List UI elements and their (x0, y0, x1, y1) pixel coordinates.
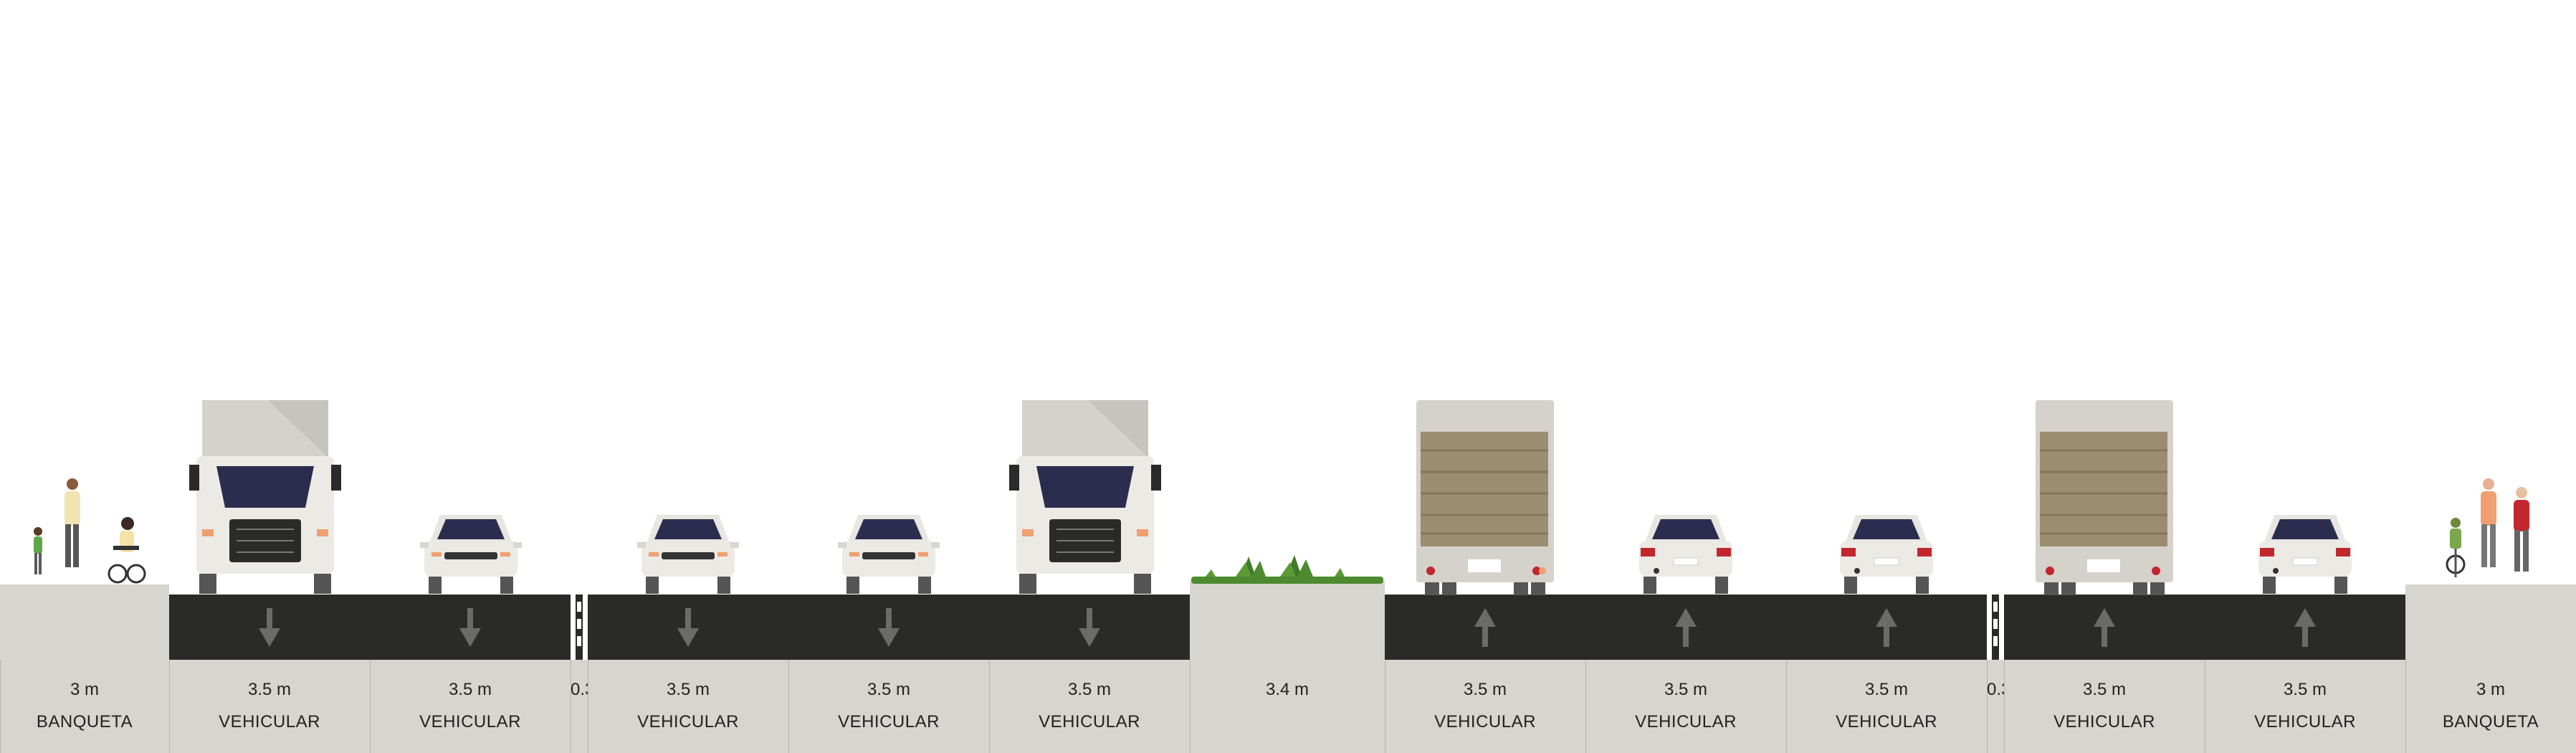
segment-width-label: 0.3 m (571, 680, 614, 699)
segment-width-label: 3.5 m (1067, 680, 1112, 699)
segment-type-label: VEHICULAR (838, 712, 940, 731)
direction-arrow-down-icon (878, 608, 900, 647)
segment-label-area (1585, 660, 1786, 753)
segment-lane-2[interactable]: 3.5 m VEHICULAR (370, 0, 571, 753)
segment-width-label: 3.5 m (1664, 680, 1708, 699)
direction-arrow-up-icon (1876, 608, 1897, 647)
pedestrians-icon (2446, 478, 2529, 577)
segment-type-label: VEHICULAR (2053, 712, 2155, 731)
segment-width-label: 3.5 m (448, 680, 492, 699)
segment-label-area (169, 660, 370, 753)
segment-width-label: 3.5 m (1864, 680, 1909, 699)
segment-width-label: 3.5 m (247, 680, 292, 699)
direction-arrow-up-icon (1474, 608, 1496, 647)
segment-median[interactable]: 3.4 m (1190, 0, 1385, 753)
segment-label-area (1190, 660, 1385, 753)
sidewalk-surface (2405, 584, 2576, 660)
segment-width-label: 0.3 m (1987, 680, 2030, 699)
segment-width-label: 3.5 m (1463, 680, 1507, 699)
segment-width-label: 3.4 m (1265, 680, 1310, 699)
segment-type-label: VEHICULAR (419, 712, 521, 731)
segment-label-area (2004, 660, 2205, 753)
segment-lane-10[interactable]: 3.5 m VEHICULAR (2205, 0, 2405, 753)
direction-arrow-up-icon (2094, 608, 2115, 647)
segment-lane-1[interactable]: 3.5 m VEHICULAR (169, 0, 370, 753)
car-front-icon (637, 515, 739, 594)
direction-arrow-up-icon (2294, 608, 2316, 647)
segment-type-label: BANQUETA (2442, 712, 2539, 731)
segment-type-label: VEHICULAR (2254, 712, 2356, 731)
segment-type-label: BANQUETA (36, 712, 133, 731)
segment-lane-3[interactable]: 3.5 m VEHICULAR (588, 0, 788, 753)
segment-label-area (788, 660, 989, 753)
segment-label-area (1987, 660, 2004, 753)
sidewalk-surface (0, 584, 169, 660)
direction-arrow-down-icon (677, 608, 699, 647)
segment-width-label: 3.5 m (2082, 680, 2127, 699)
segment-width-label: 3.5 m (867, 680, 911, 699)
truck-front-icon (189, 400, 341, 594)
segment-lane-5[interactable]: 3.5 m VEHICULAR (989, 0, 1190, 753)
direction-arrow-down-icon (1079, 608, 1100, 647)
segment-label-area (571, 660, 588, 753)
median-plants-icon (1191, 555, 1383, 584)
pedestrians-icon (34, 478, 146, 584)
segment-type-label: VEHICULAR (1434, 712, 1536, 731)
segment-label-area (0, 660, 169, 753)
segment-lane-8[interactable]: 3.5 m VEHICULAR (1786, 0, 1987, 753)
segment-label-area (2205, 660, 2405, 753)
segment-type-label: VEHICULAR (1635, 712, 1737, 731)
segment-lane-9[interactable]: 3.5 m VEHICULAR (2004, 0, 2205, 753)
lane-separator-icon (1987, 595, 2004, 660)
segment-width-label: 3 m (70, 680, 99, 699)
car-rear-icon (2258, 515, 2352, 594)
segment-type-label: VEHICULAR (1836, 712, 1937, 731)
segment-width-label: 3.5 m (2283, 680, 2327, 699)
segment-sidewalk-left[interactable]: 3 m BANQUETA (0, 0, 169, 753)
segment-lane-6[interactable]: 3.5 m VEHICULAR (1385, 0, 1585, 753)
truck-front-icon (1009, 400, 1161, 594)
direction-arrow-down-icon (459, 608, 481, 647)
segment-width-label: 3 m (2476, 680, 2505, 699)
segment-separator-1[interactable]: 0.3 m (571, 0, 614, 753)
segment-label-area (2405, 660, 2576, 753)
segment-separator-2[interactable]: 0.3 m (1987, 0, 2030, 753)
segment-label-area (588, 660, 788, 753)
segment-type-label: VEHICULAR (219, 712, 320, 731)
segment-type-label: VEHICULAR (637, 712, 739, 731)
segment-label-area (370, 660, 571, 753)
car-rear-icon (1639, 515, 1732, 594)
car-front-icon (420, 515, 522, 594)
median-surface (1190, 581, 1385, 660)
car-front-icon (838, 515, 940, 594)
segment-lane-7[interactable]: 3.5 m VEHICULAR (1585, 0, 1786, 753)
segment-lane-4[interactable]: 3.5 m VEHICULAR (788, 0, 989, 753)
direction-arrow-up-icon (1675, 608, 1697, 647)
segment-sidewalk-right[interactable]: 3 m BANQUETA (2405, 0, 2576, 753)
direction-arrow-down-icon (259, 608, 280, 647)
truck-rear-icon (1416, 400, 1554, 595)
segment-label-area (1385, 660, 1585, 753)
segment-width-label: 3.5 m (666, 680, 710, 699)
segment-label-area (1786, 660, 1987, 753)
lane-separator-icon (571, 595, 588, 660)
car-rear-icon (1840, 515, 1933, 594)
truck-rear-icon (2036, 400, 2173, 595)
segment-label-area (989, 660, 1190, 753)
segment-type-label: VEHICULAR (1039, 712, 1140, 731)
